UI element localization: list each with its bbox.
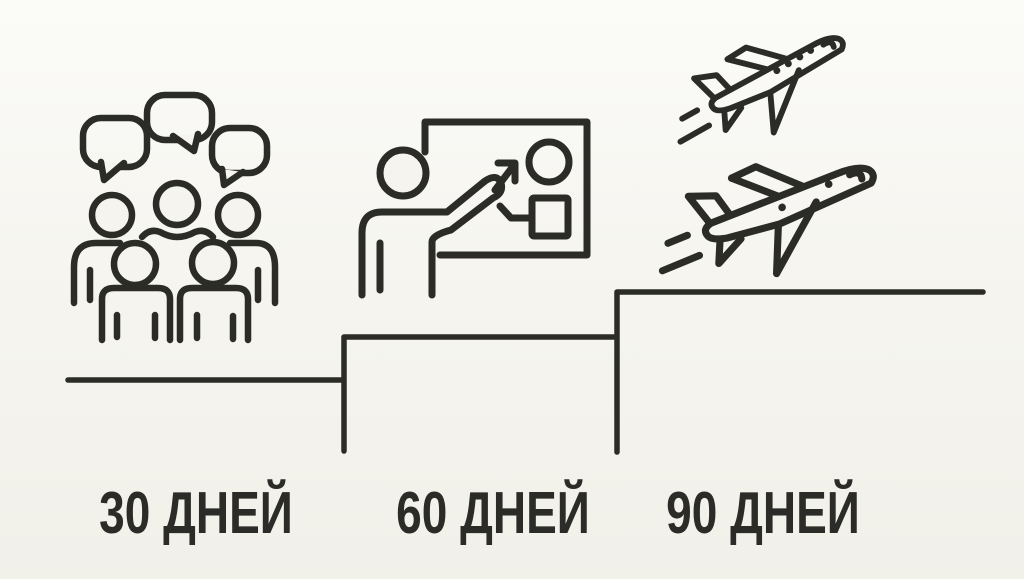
person-shoulders-back-center: [138, 227, 217, 241]
person-body-front-right: [176, 284, 252, 344]
whiteboard-circle-shape: [525, 138, 573, 186]
person-legs-front-right: [193, 311, 237, 343]
person-head-back-left: [88, 191, 136, 239]
person-head-back-right: [214, 191, 262, 239]
airplane-small-icon: [656, 11, 864, 169]
step-label-90-days: 90 ДНЕЙ: [639, 483, 887, 543]
plane-window-dot: [796, 53, 804, 61]
step-label-text: 30 ДНЕЙ: [99, 480, 293, 546]
step-label-60-days: 60 ДНЕЙ: [369, 483, 617, 543]
person-body-back-right: [226, 239, 279, 307]
speech-bubble-center-icon: [143, 91, 216, 144]
person-head-back-center: [152, 179, 202, 229]
speech-bubble-center-tail: [169, 130, 202, 155]
presenter-body: [358, 174, 506, 299]
staircase-steps: [65, 289, 986, 455]
presentation-chart-icon: [358, 118, 591, 299]
step-label-text: 90 ДНЕЙ: [666, 480, 860, 546]
speech-bubble-right-tail: [218, 165, 247, 189]
plane-window-dot: [773, 67, 781, 75]
person-body-back-left: [70, 239, 124, 307]
person-head-front-right: [188, 238, 238, 288]
speech-bubble-right-icon: [208, 124, 271, 177]
airplane-large-icon: [641, 135, 892, 306]
plane-window-dot: [824, 180, 833, 188]
plane-window-dot: [778, 203, 786, 212]
plane-window-dot: [807, 46, 815, 54]
whiteboard-square-shape: [528, 194, 572, 240]
step-label-30-days: 30 ДНЕЙ: [72, 483, 320, 543]
step-label-text: 60 ДНЕЙ: [396, 480, 590, 546]
people-discussion-icon: [70, 91, 279, 344]
presenter-head: [376, 146, 430, 200]
speech-bubble-left-tail: [97, 158, 128, 184]
person-body-front-left: [98, 284, 174, 344]
speech-bubble-left-icon: [79, 114, 151, 171]
whiteboard-connector-line: [496, 202, 536, 222]
person-legs-front-left: [113, 311, 159, 342]
person-head-front-left: [110, 239, 160, 289]
whiteboard-icon: [421, 118, 591, 259]
plane-window-dot: [784, 60, 792, 68]
